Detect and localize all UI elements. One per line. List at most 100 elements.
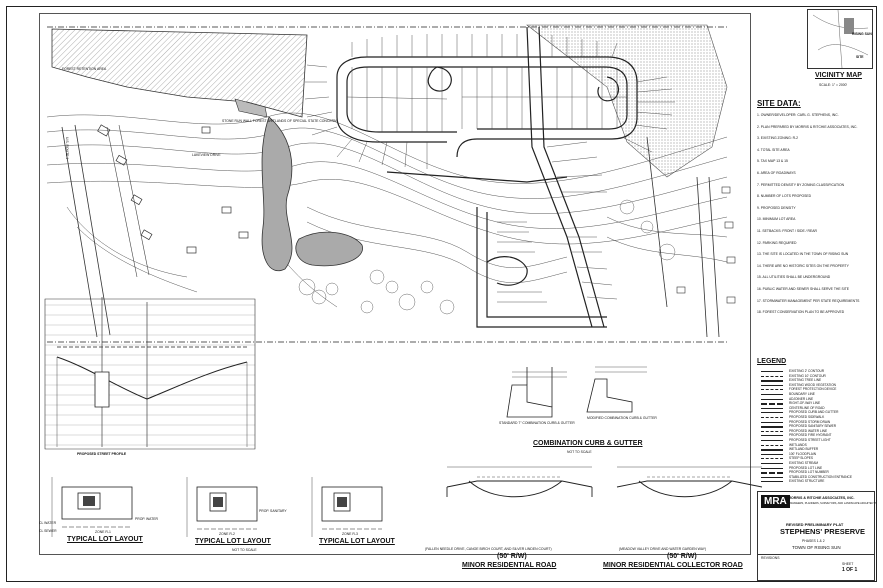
legend-symbol: [761, 417, 783, 418]
site-data-line: 4. TOTAL SITE AREA: [757, 147, 790, 152]
curb-subtitle: NOT TO SCALE: [567, 450, 592, 454]
legend-label: CENTERLINE OF ROAD: [789, 405, 825, 410]
legend-item: PROPOSED CURB AND GUTTER: [755, 410, 855, 415]
profile-title: PROPOSED STREET PROFILE: [77, 452, 127, 456]
legend-symbol: [761, 380, 783, 383]
legend-item: PROPOSED LOT NUMBER: [755, 470, 855, 475]
project-town: TOWN OF RISING SUN: [792, 545, 841, 550]
vicinity-title: VICINITY MAP: [815, 72, 862, 79]
lot1-title: TYPICAL LOT LAYOUT: [67, 536, 143, 543]
road2-title: MINOR RESIDENTIAL COLLECTOR ROAD: [603, 562, 743, 569]
road1-streets: (FALLEN NEEDLE DRIVE, CANOE BIRCH COURT,…: [425, 547, 552, 551]
legend-label: EXISTING 10' CONTOUR: [789, 373, 826, 378]
legend-item: EXISTING 2' CONTOUR: [755, 369, 855, 374]
legend-symbol: [761, 472, 783, 475]
legend-item: PROPOSED FIRE HYDRANT: [755, 433, 855, 438]
site-plan-drawing: [44, 24, 763, 537]
legend-symbol: [761, 398, 783, 400]
curb-a-label: STANDARD 7" COMBINATION CURB & GUTTER: [499, 421, 575, 425]
legend-item: EXISTING 10' CONTOUR: [755, 374, 855, 379]
legend-item: PROPOSED LOT LINE: [755, 466, 855, 471]
lot3-title: TYPICAL LOT LAYOUT: [319, 538, 395, 545]
site-data-line: 14. THERE ARE NO HISTORIC SITES ON THE P…: [757, 263, 849, 268]
project-phase: PHASES 1 & 2: [802, 539, 825, 543]
legend-label: EXISTING STRUCTURE: [789, 479, 825, 484]
site-data-line: 15. ALL UTILITIES SHALL BE UNDERGROUND: [757, 275, 831, 280]
site-data-line: 17. STORMWATER MANAGEMENT PER STATE REQU…: [757, 298, 860, 303]
legend-label: PROPOSED STREET LIGHT: [789, 438, 831, 442]
legend-label: RIGHT-OF-WAY LINE: [789, 401, 821, 406]
legend-symbol: [761, 407, 783, 409]
vicinity-town-label: RISING SUN: [852, 32, 872, 36]
prop-sanitary-label: PROP. SANITARY: [259, 509, 287, 513]
legend-label: EXISTING 2' CONTOUR: [789, 369, 825, 373]
legend-label: PROPOSED WATER LINE: [789, 428, 828, 433]
legend-symbol: [761, 371, 783, 372]
legend-symbol: [761, 449, 783, 452]
legend-symbol: [761, 467, 783, 469]
site-data-line: 10. MINIMUM LOT AREA: [757, 217, 796, 222]
legend-item: EXISTING STREAM: [755, 461, 855, 466]
road2-streets: (MEADOW VALLEY DRIVE AND WATER GARDEN WA…: [619, 547, 707, 551]
legend-item: 100' FLOODPLAIN: [755, 452, 855, 457]
legend-symbol: [761, 458, 783, 460]
lot2-title: TYPICAL LOT LAYOUT: [195, 538, 271, 545]
legend-symbol: [761, 463, 783, 464]
legend-item: RIGHT-OF-WAY LINE: [755, 401, 855, 406]
legend-item: WETLAND BUFFER: [755, 447, 855, 452]
legend-label: ADJOINER LINE: [789, 396, 814, 401]
sheet-label: SHEET: [842, 562, 854, 566]
legend-symbol: [761, 481, 783, 483]
site-data-line: 12. PARKING REQUIRED: [757, 240, 797, 245]
site-data-title: SITE DATA:: [757, 99, 801, 108]
road2-rw: (50' R/W): [667, 553, 697, 560]
drawing-sheet: FOREST RETENTION AREA STONE RUN WALL FOR…: [6, 6, 877, 582]
site-data-line: 6. AREA OF ROADWAYS: [757, 171, 796, 175]
legend-symbol: [761, 421, 783, 423]
firm-logo: MRA: [761, 495, 790, 508]
sheet-number: 1 OF 1: [842, 567, 858, 573]
legend-label: PROPOSED CURB AND GUTTER: [789, 410, 839, 415]
legend-symbol: [761, 412, 783, 414]
legend-label: BOUNDARY LINE: [789, 392, 815, 396]
legend-symbol: [761, 384, 783, 386]
plan-type: REVISED PRELIMINARY PLAT: [786, 522, 844, 527]
wetlands-label: STONE RUN WALL FOREST WETLANDS OF SPECIA…: [222, 119, 337, 123]
site-data-line: 16. PUBLIC WATER AND SEWER SHALL SERVE T…: [757, 287, 850, 291]
cl-water-label: CL WATER: [39, 521, 57, 525]
legend-symbol: [761, 389, 783, 391]
site-data-line: 5. TAX MAP 13 & 15: [757, 159, 788, 164]
legend-label: WETLAND BUFFER: [789, 447, 819, 452]
road1-rw: (50' R/W): [497, 553, 527, 560]
legend-label: PROPOSED STORM DRAIN: [789, 419, 831, 424]
site-data-line: 1. OWNER/DEVELOPER: CARL G. STEPHENS, IN…: [757, 113, 839, 117]
route-label: U.S. ROUTE 1: [65, 137, 69, 160]
legend-label: STEEP SLOPES: [789, 456, 814, 461]
vicinity-map: RISING SUN SITE: [807, 9, 873, 69]
road1-title: MINOR RESIDENTIAL ROAD: [462, 562, 557, 569]
legend-label: PROPOSED LOT NUMBER: [789, 470, 829, 475]
vicinity-site-label: SITE: [856, 55, 864, 59]
site-data-line: 13. THE SITE IS LOCATED IN THE TOWN OF R…: [757, 252, 849, 257]
legend-label: FOREST PROTECTION DEVICE: [789, 387, 837, 392]
legend-item: PROPOSED SANITARY SEWER: [755, 424, 855, 429]
vicinity-scale: SCALE: 1" = 2000': [819, 83, 848, 87]
lot1-zone: ZONE R-1: [95, 530, 111, 534]
site-data-line: 7. PERMITTED DENSITY BY ZONING CLASSIFIC…: [757, 182, 845, 187]
lot2-zone: ZONE R-2: [219, 532, 235, 536]
legend-item: EXISTING STRUCTURE: [755, 479, 855, 484]
legend-label: PROPOSED LOT LINE: [789, 465, 823, 470]
lakeview-drive-label: LAKEVIEW DRIVE: [192, 153, 221, 157]
curb-b-label: MODIFIED COMBINATION CURB & GUTTER: [587, 416, 657, 420]
legend-title: LEGEND: [757, 358, 787, 365]
legend-label: PROPOSED FIRE HYDRANT: [789, 433, 832, 438]
legend-label: 100' FLOODPLAIN: [789, 451, 817, 456]
legend-symbol: [761, 440, 783, 441]
legend-label: WETLANDS: [789, 442, 807, 447]
legend-symbol: [761, 403, 783, 406]
legend-item: BOUNDARY LINE: [755, 392, 855, 397]
site-data-line: 9. PROPOSED DENSITY: [757, 205, 796, 210]
legend-label: STABILIZED CONSTRUCTION ENTRANCE: [789, 474, 852, 479]
cl-sewer-label: CL SEWER: [39, 529, 57, 533]
lot3-zone: ZONE R-3: [342, 532, 358, 536]
